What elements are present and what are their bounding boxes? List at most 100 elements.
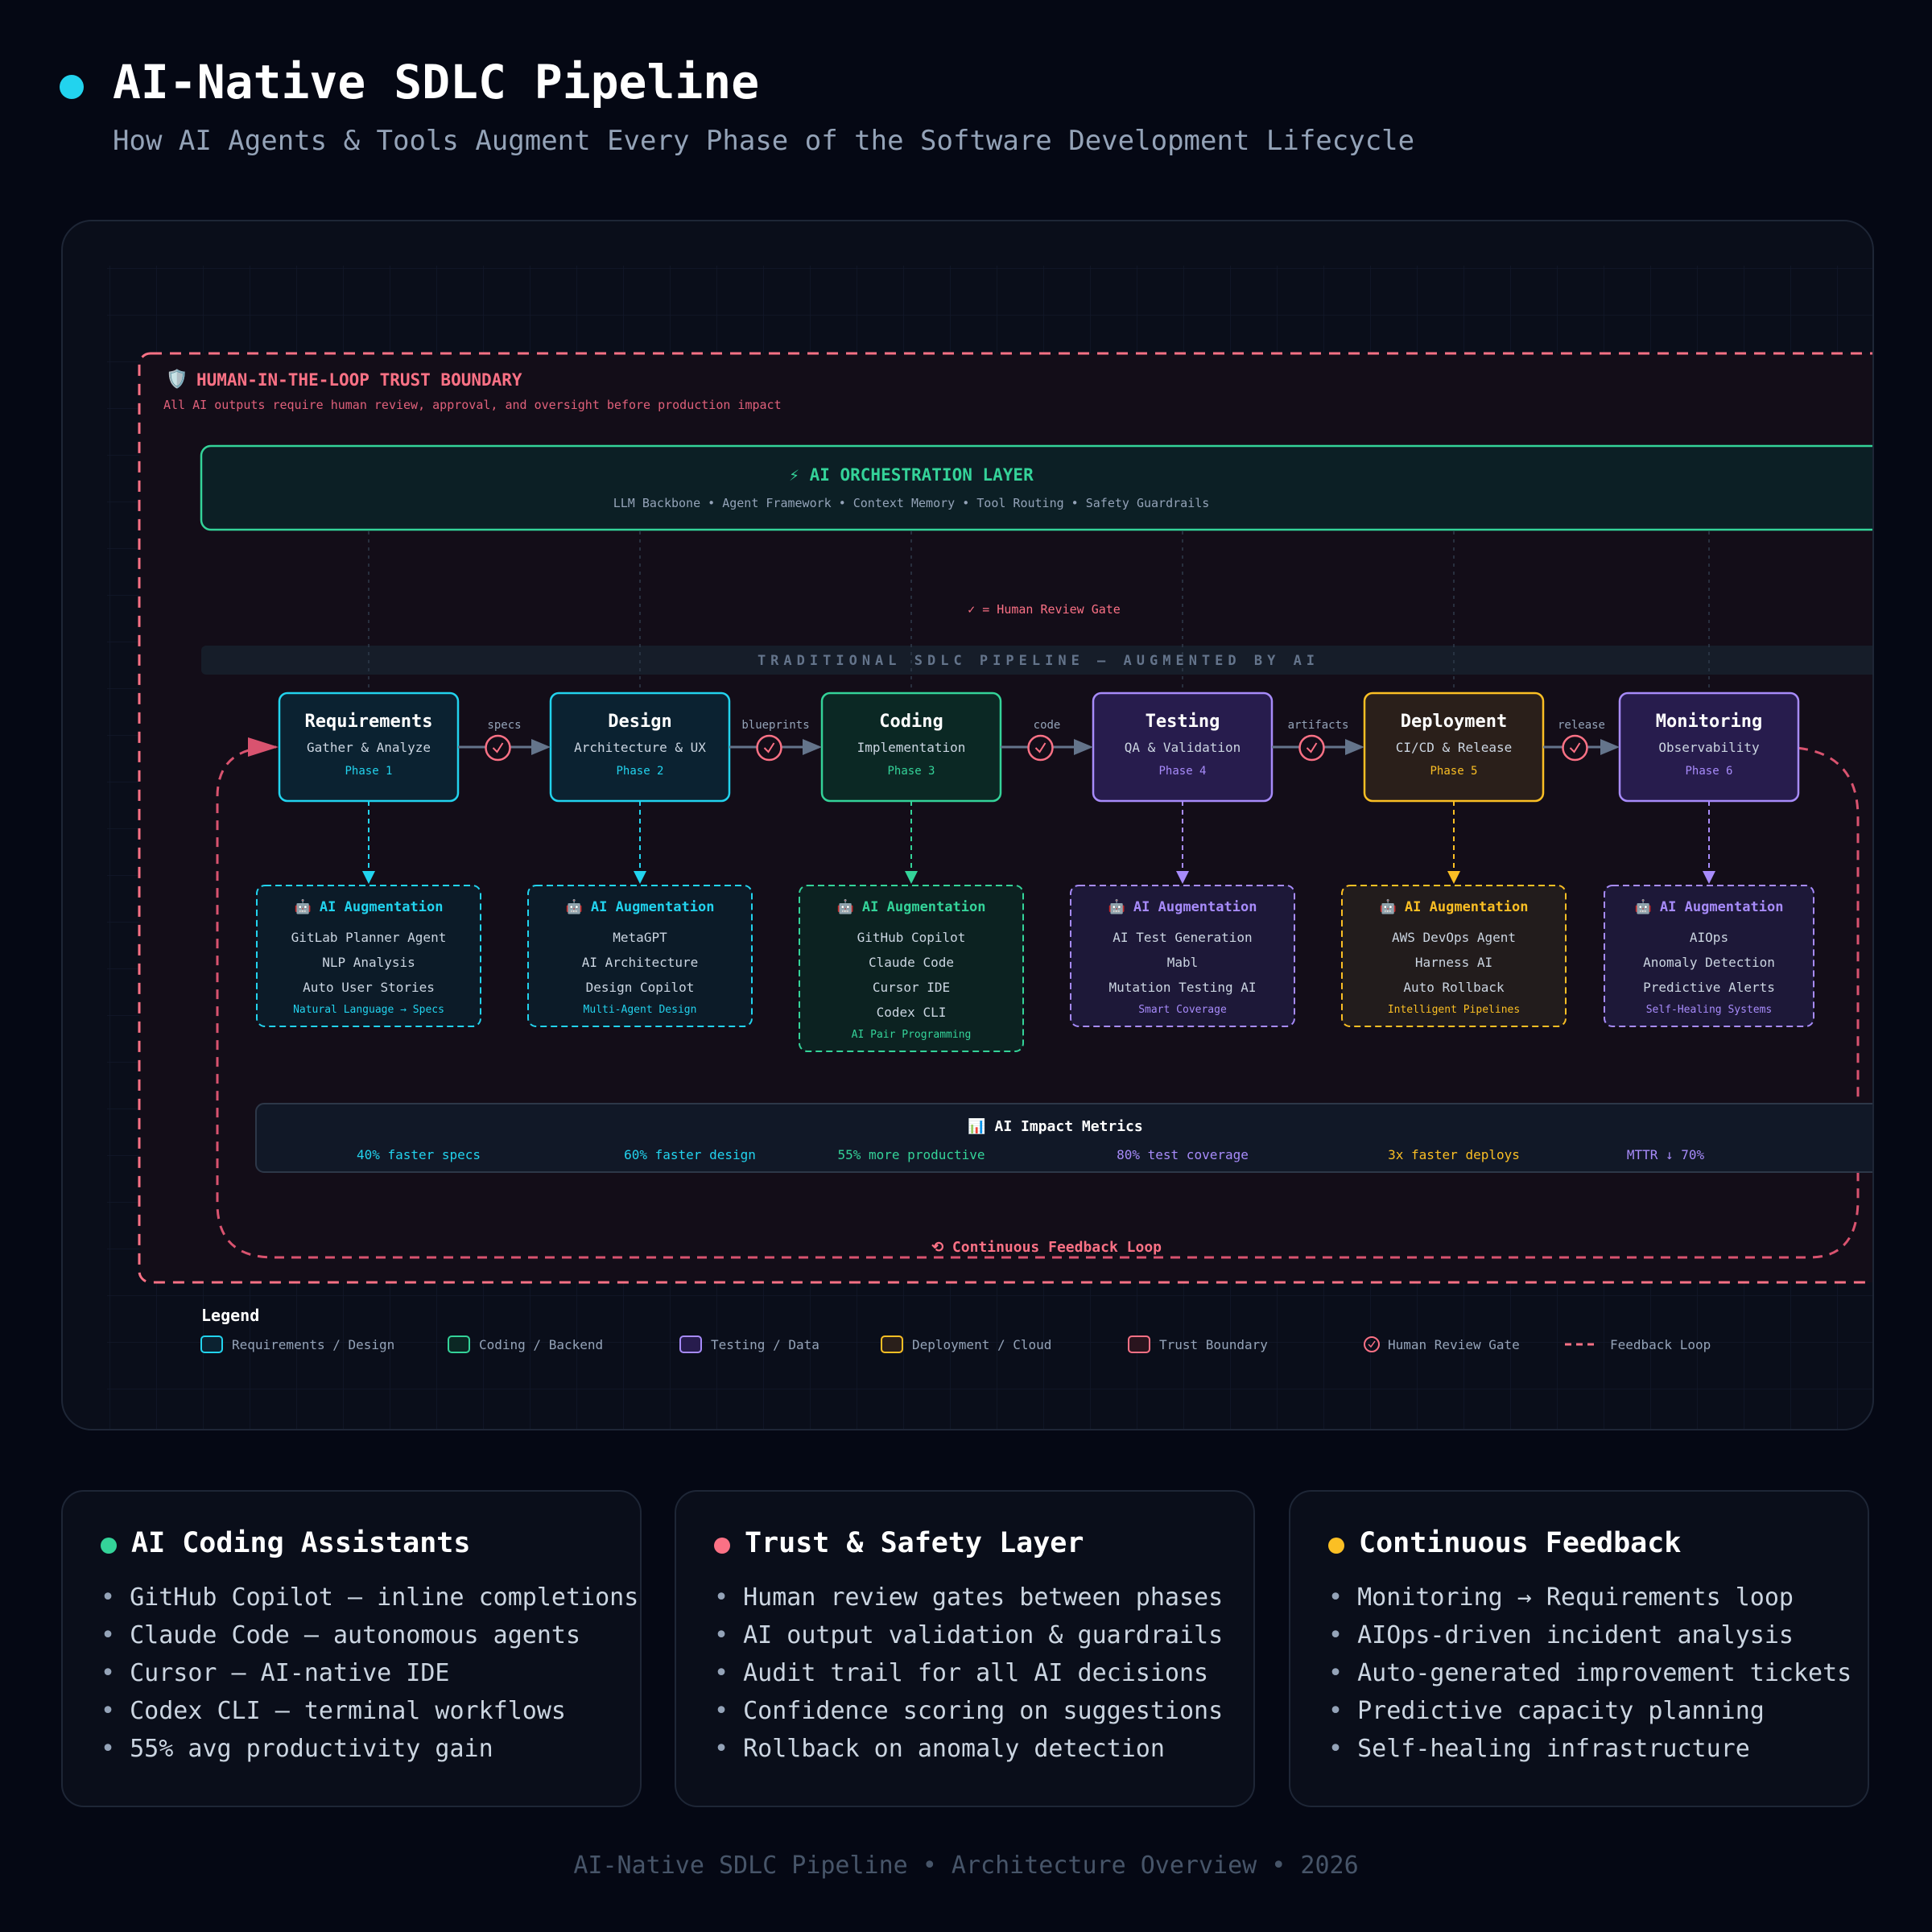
phase-number: Phase 1 <box>345 765 392 778</box>
augmentation-box <box>799 885 1024 1052</box>
augmentation-title: 🤖 AI Augmentation <box>566 898 715 915</box>
augmentation-box <box>1341 885 1567 1027</box>
connector-artifacts: artifacts <box>1272 719 1364 762</box>
feedback-loop-path <box>216 745 1860 1259</box>
augmentation-box <box>1070 885 1295 1027</box>
card-list-item: Rollback on anomaly detection <box>714 1730 1223 1768</box>
phase-number: Phase 6 <box>1685 765 1732 778</box>
metrics-title: 📊 AI Impact Metrics <box>968 1117 1142 1135</box>
card-list-item: Self-healing infrastructure <box>1328 1730 1852 1768</box>
augmentation-tool: Mutation Testing AI <box>1108 980 1256 995</box>
pipeline-label-bar <box>201 646 1872 675</box>
phase-desc: Architecture & UX <box>574 740 706 755</box>
augmentation-title: 🤖 AI Augmentation <box>1380 898 1529 915</box>
card-title: AI Coding Assistants <box>131 1527 471 1559</box>
card-dot <box>714 1538 730 1554</box>
legend-title: Legend <box>201 1306 259 1325</box>
legend-label: Coding / Backend <box>479 1337 603 1352</box>
legend-swatch <box>1128 1335 1150 1353</box>
augmentation-tool: GitHub Copilot <box>857 930 966 945</box>
legend-item: Deployment / Cloud <box>881 1335 1051 1353</box>
augmentation-tool: GitLab Planner Agent <box>291 930 447 945</box>
card-list-item: Codex CLI — terminal workflows <box>101 1692 638 1730</box>
trust-safety-card: Trust & Safety LayerHuman review gates b… <box>675 1490 1255 1807</box>
augmentation-tool: Predictive Alerts <box>1643 980 1775 995</box>
augmentation-tagline: Self-Healing Systems <box>1646 1004 1773 1016</box>
augmentation-arrowhead <box>1176 871 1189 884</box>
check-icon <box>1569 742 1581 753</box>
trust-boundary-title: HUMAN-IN-THE-LOOP TRUST BOUNDARY <box>196 370 522 390</box>
phase-desc: QA & Validation <box>1125 740 1241 755</box>
card-dot <box>101 1538 117 1554</box>
augmentation-title: 🤖 AI Augmentation <box>295 898 444 915</box>
connector-label: blueprints <box>741 719 809 732</box>
review-gate-icon <box>756 734 782 762</box>
legend-label: Human Review Gate <box>1388 1337 1520 1352</box>
page-title: AI-Native SDLC Pipeline <box>113 55 760 109</box>
card-list: Monitoring → Requirements loopAIOps-driv… <box>1328 1579 1852 1768</box>
card-list-item: Monitoring → Requirements loop <box>1328 1579 1852 1616</box>
augmentation-tagline: Natural Language → Specs <box>293 1004 444 1016</box>
legend-label: Deployment / Cloud <box>912 1337 1051 1352</box>
metrics-panel <box>255 1103 1872 1173</box>
augmentation-arrowhead <box>362 871 375 884</box>
card-list-item: Predictive capacity planning <box>1328 1692 1852 1730</box>
augmentation-tool: Cursor IDE <box>873 980 950 995</box>
connector-arrowhead <box>1600 739 1620 755</box>
connector-label: artifacts <box>1288 719 1349 732</box>
augmentation-title: 🤖 AI Augmentation <box>1635 898 1784 915</box>
legend-swatch <box>200 1335 223 1353</box>
feedback-loop-arrowhead <box>248 737 279 757</box>
orchestration-subtitle: LLM Backbone • Agent Framework • Context… <box>613 496 1210 510</box>
check-icon <box>1034 742 1046 753</box>
augmentation-tagline: Intelligent Pipelines <box>1388 1004 1520 1016</box>
phase-name: Coding <box>879 712 943 732</box>
review-gate-note: ✓ = Human Review Gate <box>968 602 1121 617</box>
augmentation-tool: AI Test Generation <box>1113 930 1252 945</box>
check-icon <box>1368 1340 1376 1348</box>
pipeline-label: TRADITIONAL SDLC PIPELINE — AUGMENTED BY… <box>758 653 1319 669</box>
augmentation-box <box>1604 885 1814 1027</box>
metric-item: MTTR ↓ 70% <box>1627 1147 1705 1162</box>
card-list-item: AIOps-driven incident analysis <box>1328 1616 1852 1654</box>
phase-desc: CI/CD & Release <box>1396 740 1513 755</box>
augmentation-tool: AIOps <box>1690 930 1728 945</box>
connector-label: release <box>1558 719 1605 732</box>
augmentation-arrowhead <box>1703 871 1715 884</box>
card-list-item: GitHub Copilot — inline completions <box>101 1579 638 1616</box>
card-list-item: Confidence scoring on suggestions <box>714 1692 1223 1730</box>
legend-item: Coding / Backend <box>448 1335 603 1353</box>
connector-specs: specs <box>458 719 551 762</box>
legend-label: Feedback Loop <box>1610 1337 1711 1352</box>
augmentation-tool: Design Copilot <box>586 980 695 995</box>
card-list: Human review gates between phasesAI outp… <box>714 1579 1223 1768</box>
phase-name: Requirements <box>305 712 433 732</box>
connector-arrowhead <box>803 739 822 755</box>
phase-name: Deployment <box>1401 712 1507 732</box>
card-dot <box>1328 1538 1344 1554</box>
page-subtitle: How AI Agents & Tools Augment Every Phas… <box>113 125 1415 157</box>
metric-item: 80% test coverage <box>1117 1147 1249 1162</box>
phase-number: Phase 2 <box>616 765 663 778</box>
diagram-card: 🛡️ HUMAN-IN-THE-LOOP TRUST BOUNDARY All … <box>61 220 1874 1430</box>
footer: AI-Native SDLC Pipeline • Architecture O… <box>573 1852 1359 1880</box>
review-gate-icon <box>1562 734 1588 762</box>
legend-item: Feedback Loop <box>1565 1337 1711 1352</box>
legend-label: Testing / Data <box>711 1337 819 1352</box>
augmentation-title: 🤖 AI Augmentation <box>1108 898 1257 915</box>
legend-item: Human Review Gate <box>1364 1336 1520 1352</box>
augmentation-tagline: Multi-Agent Design <box>584 1004 697 1016</box>
phase-desc: Observability <box>1658 740 1760 755</box>
review-gate-icon <box>1298 734 1325 762</box>
card-list-item: Auto-generated improvement tickets <box>1328 1654 1852 1692</box>
augmentation-tool: MetaGPT <box>613 930 667 945</box>
